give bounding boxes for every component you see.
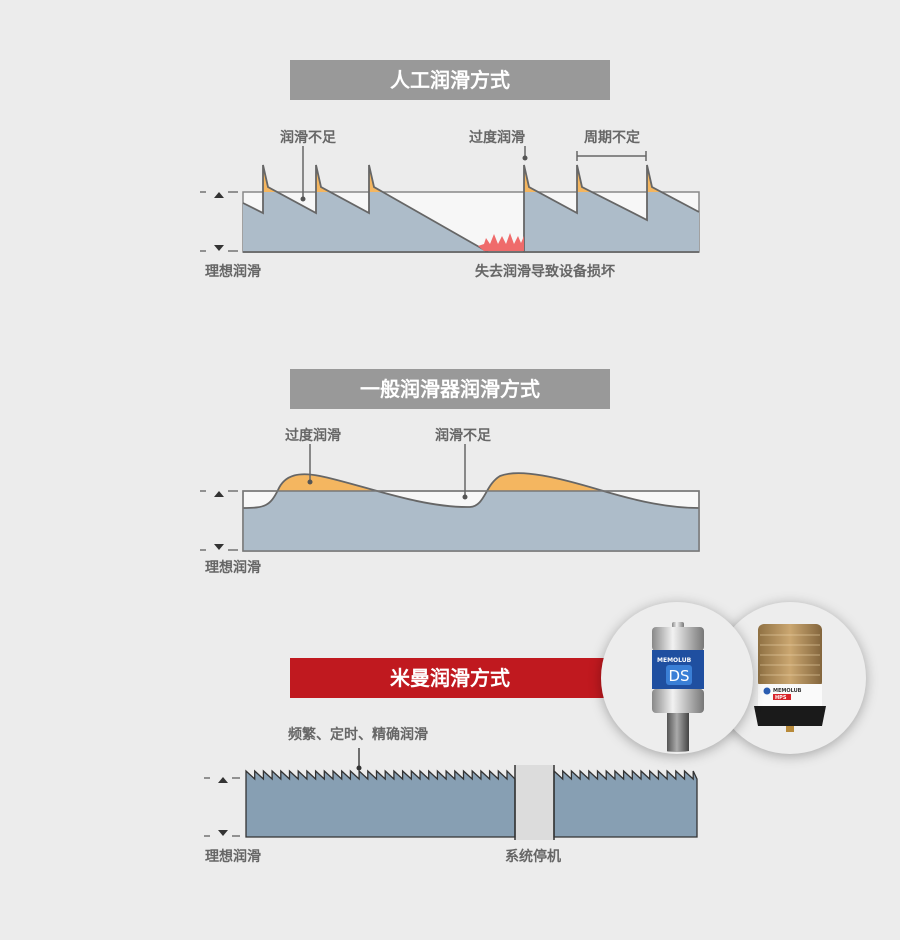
arrow-down-icon [218,830,228,836]
label-excessive: 过度润滑 [285,427,341,444]
label-excessive: 过度润滑 [469,129,525,146]
brand-label: MEMOLUB [657,657,692,664]
label-insufficient: 润滑不足 [435,427,492,444]
label-ideal: 理想润滑 [205,848,261,865]
lubricant-level-curve [242,164,700,253]
ideal-level-markers [200,191,238,252]
pointer-dot [307,479,313,485]
damage-spikes [478,233,524,251]
arrow-up-icon [214,491,224,497]
pointer-dot [356,765,362,771]
pointer-dot [462,494,468,500]
label-ideal: 理想润滑 [205,263,261,280]
label-irregular-cycle: 周期不定 [584,129,640,146]
label-insufficient: 润滑不足 [280,129,337,146]
product-hps: MEMOLUB HPS [714,602,866,754]
panel-manual-lubrication: 人工润滑方式 润滑不足 过度润滑 周期不定 理想润滑 失去润滑导致设备损坏 [200,60,700,280]
panel-title: 一般润滑器润滑方式 [360,377,540,401]
lubricant-level-right [553,769,698,838]
label-ideal: 理想润滑 [205,559,261,576]
pointer-dot [300,196,306,202]
arrow-up-icon [218,777,228,783]
brand-label: MEMOLUB [773,688,802,694]
panel-title: 米曼润滑方式 [390,666,510,690]
label-damage: 失去润滑导致设备损坏 [475,263,615,280]
arrow-up-icon [214,192,224,198]
pointer-dot [522,155,528,161]
shutdown-gap [515,765,554,840]
cycle-bracket [576,151,647,161]
lubricant-level-curve [242,472,700,552]
arrow-down-icon [214,245,224,251]
panel-title: 人工润滑方式 [390,68,510,92]
model-label: DS [668,667,689,685]
arrow-down-icon [214,544,224,550]
panel-general-lubricator: 一般润滑器润滑方式 过度润滑 润滑不足 理想润滑 [200,369,700,576]
label-shutdown: 系统停机 [505,848,561,865]
model-label: HPS [775,695,787,701]
label-precise: 频繁、定时、精确润滑 [288,726,428,743]
lubricant-level-left [245,769,516,838]
panel-title-banner [290,60,610,100]
panel-title-banner [290,369,610,409]
product-ds: MEMOLUB DS [601,602,753,754]
panel-memolub-lubrication: 米曼润滑方式 频繁、定时、精确润滑 理想润滑 系统停机 [204,658,698,865]
panel-title-banner [290,658,610,698]
